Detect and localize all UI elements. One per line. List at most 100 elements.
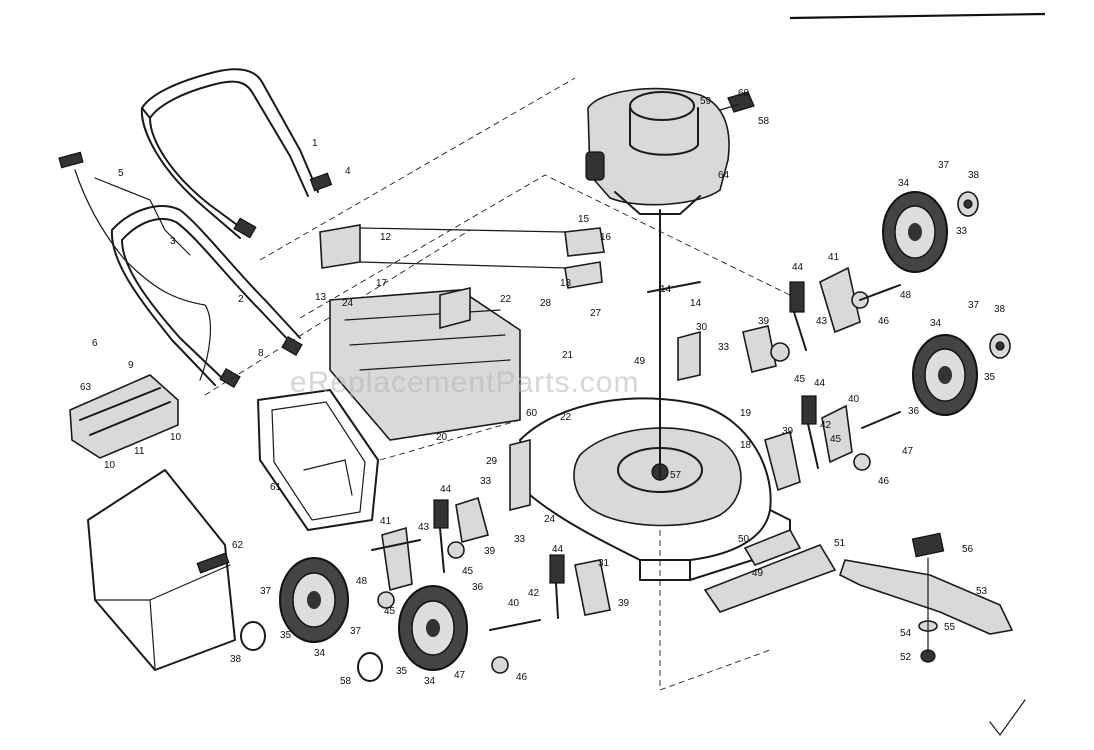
engine <box>585 87 730 481</box>
upper-handle <box>140 68 319 239</box>
catcher-frame <box>257 389 379 531</box>
callout-31: 31 <box>598 558 610 569</box>
callout-49-b: 49 <box>752 568 764 579</box>
callout-13-b: 13 <box>560 278 572 289</box>
callout-48-b: 48 <box>356 576 368 587</box>
callout-35-a: 35 <box>984 372 996 383</box>
callout-9: 9 <box>128 360 134 371</box>
wheel-mid-right <box>912 333 1011 416</box>
callout-23: 33 <box>514 534 526 545</box>
callout-11: 11 <box>134 446 145 457</box>
callout-47-b: 47 <box>454 670 466 681</box>
check-mark <box>989 699 1026 737</box>
callout-39-c: 39 <box>484 546 496 557</box>
callout-53: 53 <box>976 586 988 597</box>
callout-18: 18 <box>740 440 752 451</box>
callout-6: 6 <box>92 338 98 349</box>
callout-37-a: 37 <box>938 160 950 171</box>
callout-46-c: 46 <box>516 672 528 683</box>
watermark-text: eReplacementParts.com <box>290 366 639 399</box>
callout-1: 1 <box>312 138 318 149</box>
callout-58-a: 58 <box>758 116 770 127</box>
callout-16: 16 <box>600 232 612 243</box>
callout-21: 21 <box>562 350 574 361</box>
callout-45-b: 45 <box>830 434 842 445</box>
callout-39-a: 39 <box>758 316 770 327</box>
height-adjusters-right <box>742 266 901 492</box>
callout-56: 56 <box>962 544 974 555</box>
callout-42-a: 42 <box>820 420 832 431</box>
callout-38-b: 38 <box>994 304 1006 315</box>
callout-34-d: 34 <box>424 676 436 687</box>
callout-27: 27 <box>590 308 602 319</box>
callout-37-d: 37 <box>350 626 362 637</box>
height-adjusters-left <box>371 496 611 674</box>
callout-46-a: 46 <box>878 316 890 327</box>
callout-37-c: 37 <box>260 586 272 597</box>
callout-34-b: 34 <box>930 318 942 329</box>
callout-45-c: 45 <box>462 566 474 577</box>
lower-handle <box>110 205 301 386</box>
callout-8: 8 <box>258 348 264 359</box>
header-rule <box>789 12 1046 20</box>
callout-50: 50 <box>738 534 750 545</box>
callout-36-b: 36 <box>472 582 484 593</box>
callout-40-b: 40 <box>508 598 520 609</box>
callout-61: 61 <box>270 482 282 493</box>
callout-36-a: 36 <box>908 406 920 417</box>
callout-3: 3 <box>170 236 176 247</box>
callout-34-a: 34 <box>898 178 910 189</box>
rear-axle-plate <box>329 289 521 441</box>
wheel-top-right <box>882 191 979 273</box>
callout-46-b: 46 <box>878 476 890 487</box>
callout-37-b: 37 <box>968 300 980 311</box>
callout-39-d: 39 <box>618 598 630 609</box>
callout-4: 4 <box>345 166 351 177</box>
callout-57: 57 <box>670 470 682 481</box>
blade-assembly <box>703 528 1014 663</box>
control-bracket-parts <box>319 224 701 512</box>
callout-35-c: 35 <box>396 666 408 677</box>
callout-19: 19 <box>740 408 752 419</box>
callout-13-a: 13 <box>315 292 327 303</box>
callout-47-a: 47 <box>902 446 914 457</box>
callout-44-c: 44 <box>440 484 452 495</box>
callout-12: 12 <box>380 232 392 243</box>
callout-60-b: 60 <box>738 88 750 99</box>
callout-39-b: 39 <box>782 426 794 437</box>
engine-bolt-parts <box>719 91 755 113</box>
callout-5: 5 <box>118 168 124 179</box>
callout-29: 29 <box>486 456 498 467</box>
callout-41-a: 41 <box>828 252 840 263</box>
callout-38-a: 38 <box>968 170 980 181</box>
callout-22-b: 22 <box>560 412 572 423</box>
callout-44-b: 44 <box>814 378 826 389</box>
callout-59: 59 <box>700 96 712 107</box>
callout-54: 54 <box>900 628 912 639</box>
callout-labels: 1 4 5 3 2 6 63 9 8 10 10 11 12 13 13 15 … <box>80 88 1006 687</box>
callout-60: 60 <box>526 408 538 419</box>
control-cable <box>74 169 211 381</box>
callout-55: 55 <box>944 622 956 633</box>
grass-deflector <box>69 374 179 459</box>
callout-49-a: 49 <box>634 356 646 367</box>
callout-33-b: 33 <box>956 226 968 237</box>
callout-34-c: 34 <box>314 648 326 659</box>
callout-52: 52 <box>900 652 912 663</box>
callout-62: 62 <box>232 540 244 551</box>
callout-28: 28 <box>540 298 552 309</box>
callout-43-b: 43 <box>418 522 430 533</box>
callout-51: 51 <box>834 538 846 549</box>
callout-43-a: 43 <box>816 316 828 327</box>
callout-45-a: 45 <box>794 374 806 385</box>
callout-44-d: 44 <box>552 544 564 555</box>
callout-33-a: 33 <box>718 342 730 353</box>
catcher-bag <box>87 469 236 671</box>
callout-35-b: 35 <box>280 630 292 641</box>
callout-45-d: 45 <box>384 606 396 617</box>
callout-63: 63 <box>80 382 92 393</box>
callout-2: 2 <box>238 294 244 305</box>
callout-38-c: 38 <box>230 654 242 665</box>
callout-14-b: 14 <box>690 298 702 309</box>
